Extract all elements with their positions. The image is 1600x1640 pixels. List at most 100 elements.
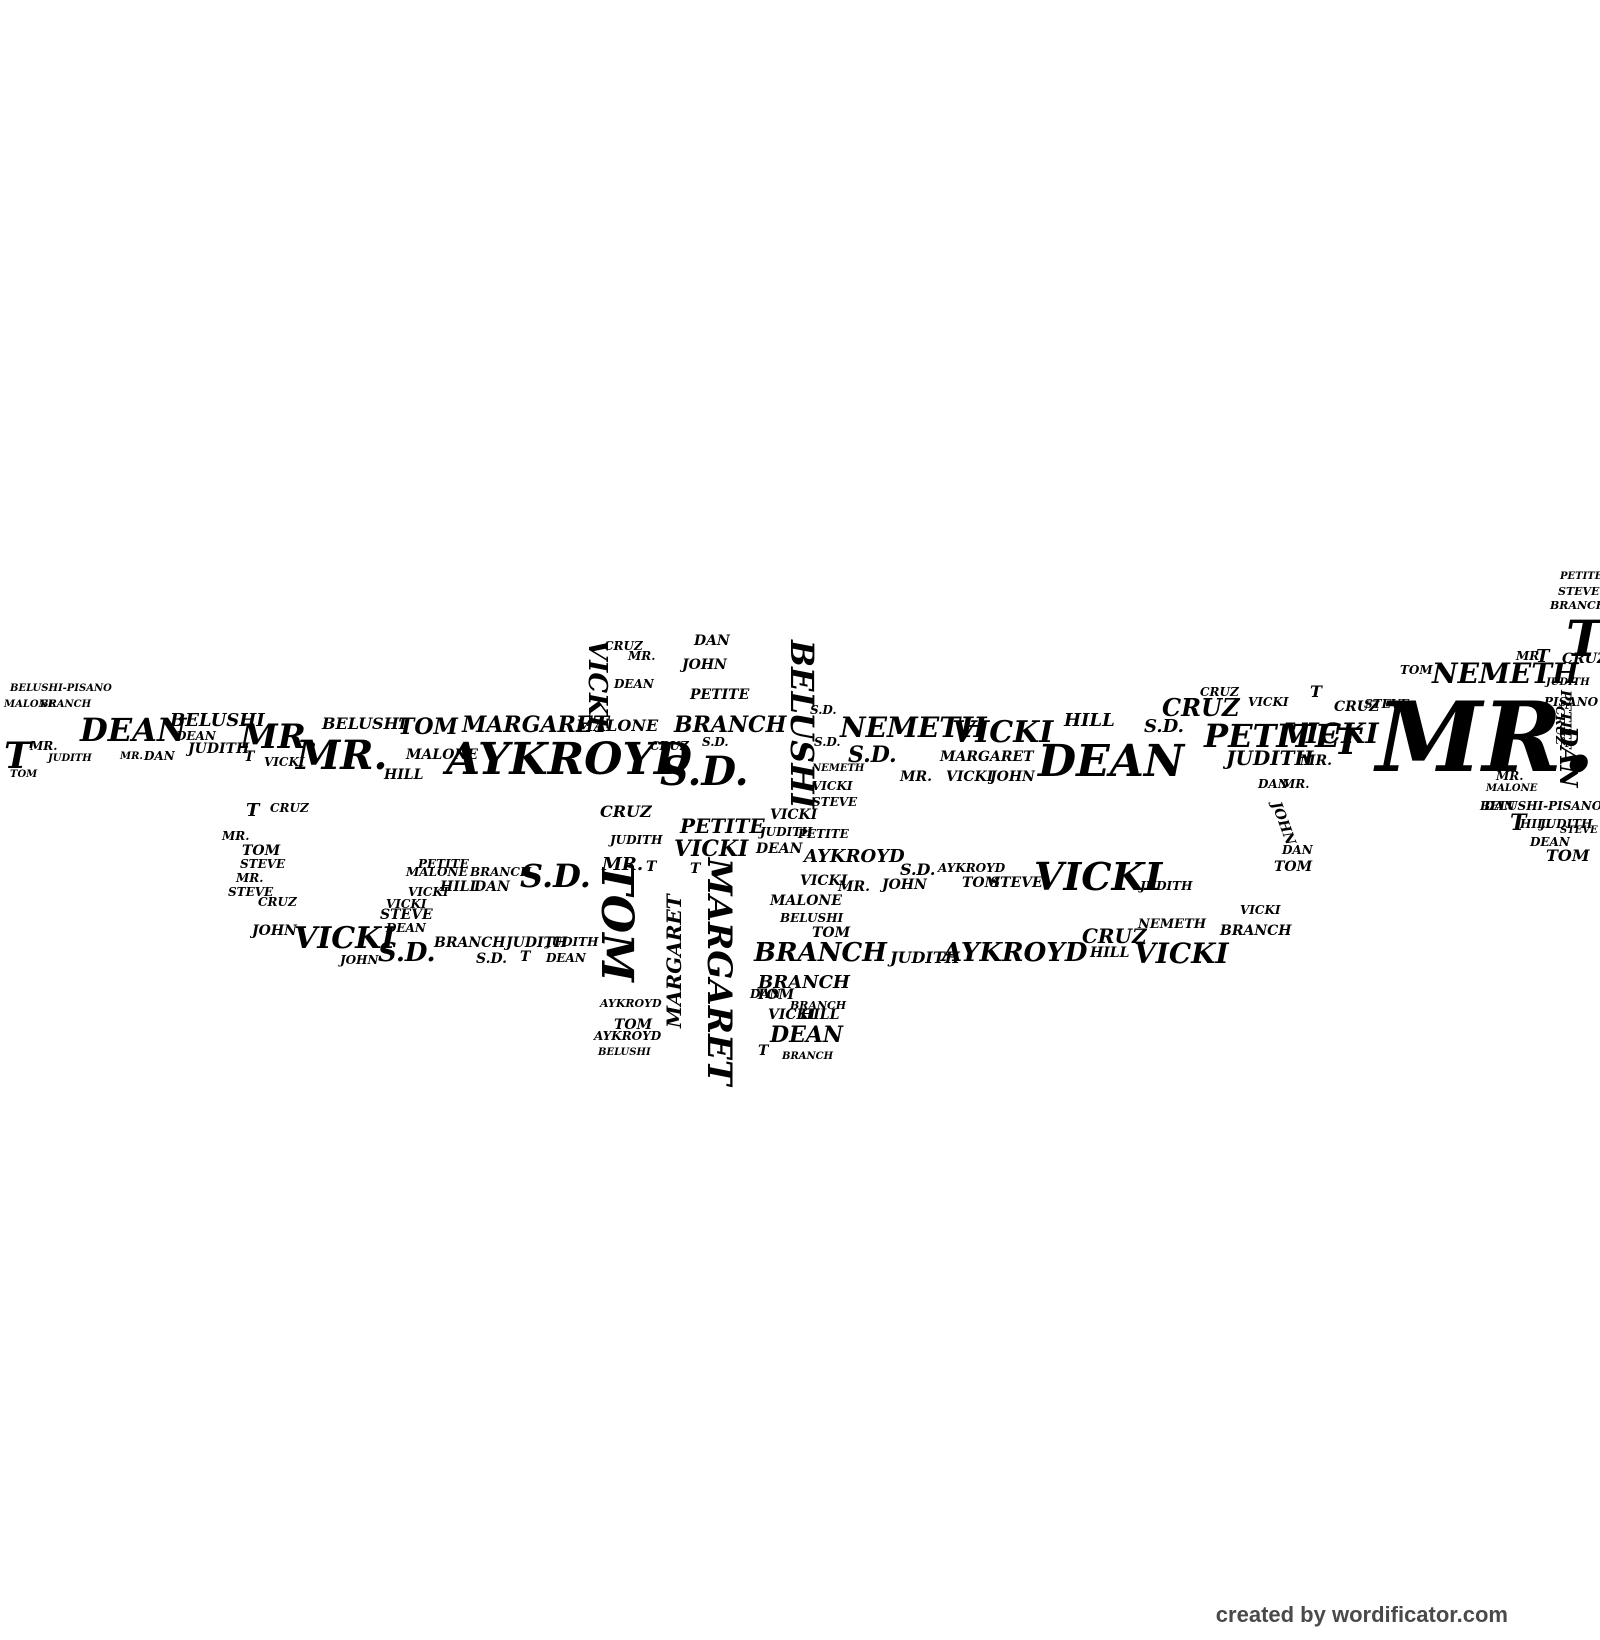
word-tom: TOM bbox=[812, 925, 851, 941]
word-cruz-vertical: CRUZ bbox=[1553, 706, 1567, 745]
word-branch: BRANCH bbox=[790, 999, 847, 1012]
word-t: T bbox=[1334, 721, 1361, 763]
word-sd: S.D. bbox=[476, 951, 508, 967]
word-tom: TOM bbox=[1274, 859, 1313, 875]
word-nemeth: NEMETH bbox=[812, 763, 865, 774]
word-mr: MR. bbox=[120, 751, 143, 762]
word-hill: HILL bbox=[1064, 710, 1115, 731]
word-vicki: VICKI bbox=[768, 1007, 816, 1023]
word-petite: PETITE bbox=[1204, 717, 1340, 755]
word-judith: JUDITH bbox=[48, 753, 92, 764]
word-judith: JUDITH bbox=[760, 825, 813, 839]
word-hill: HILL bbox=[440, 879, 480, 895]
word-tom: TOM bbox=[398, 714, 458, 740]
word-vicki: VICKI bbox=[770, 807, 818, 823]
word-vicki: VICKI bbox=[386, 897, 427, 911]
word-steve: STEVE bbox=[228, 885, 274, 899]
word-branch: BRANCH bbox=[40, 699, 92, 710]
word-tom: TOM bbox=[614, 1017, 653, 1033]
word-dan: DAN bbox=[1282, 843, 1313, 857]
word-branch: BRANCH bbox=[754, 938, 887, 968]
word-cruz: CRUZ bbox=[650, 739, 689, 753]
word-dean: DEAN bbox=[176, 729, 216, 743]
word-tom: TOM bbox=[1400, 663, 1433, 677]
word-belushi: BELUSHI bbox=[598, 1047, 651, 1058]
word-t: T bbox=[690, 861, 701, 877]
word-branch: BRANCH bbox=[470, 865, 532, 879]
word-john-vertical: JOHN bbox=[1267, 799, 1299, 848]
word-hill: HILL bbox=[1090, 945, 1130, 961]
word-sd: S.D. bbox=[378, 938, 436, 968]
word-mr: MR. bbox=[602, 854, 644, 875]
word-t: T bbox=[244, 749, 255, 765]
word-steve: STEVE bbox=[990, 875, 1043, 891]
word-dan: DAN bbox=[1258, 777, 1289, 791]
word-cruz: CRUZ bbox=[1162, 693, 1240, 722]
word-sd: S.D. bbox=[848, 742, 897, 768]
word-judith: JUDITH bbox=[890, 948, 960, 967]
word-mr: MR. bbox=[1282, 777, 1310, 791]
word-cruz: CRUZ bbox=[1334, 699, 1380, 715]
word-tom: TOM bbox=[242, 843, 281, 859]
word-margaret: MARGARET bbox=[462, 712, 609, 738]
word-nemeth: NEMETH bbox=[1138, 917, 1207, 932]
word-branch: BRANCH bbox=[1220, 923, 1292, 939]
word-mr: MR. bbox=[296, 732, 388, 779]
word-vicki: VICKI bbox=[1134, 937, 1229, 970]
word-hill: HILL bbox=[384, 767, 424, 783]
word-john: JOHN bbox=[882, 877, 927, 893]
word-dean: DEAN bbox=[1038, 736, 1185, 787]
word-cruz: CRUZ bbox=[1082, 924, 1147, 948]
word-hill: HILL bbox=[800, 1007, 840, 1023]
word-judith: JUDITH bbox=[546, 935, 599, 949]
word-tom: TOM bbox=[756, 987, 795, 1003]
word-dan: DAN bbox=[474, 879, 510, 895]
word-dan: DAN bbox=[144, 749, 175, 763]
word-steve: STEVE bbox=[1364, 697, 1410, 711]
word-dean: DEAN bbox=[386, 921, 426, 935]
word-malone: MALONE bbox=[770, 893, 842, 909]
word-john: JOHN bbox=[252, 923, 297, 939]
word-malone: MALONE bbox=[406, 747, 478, 763]
word-judith: JUDITH bbox=[506, 935, 568, 951]
word-aykroyd: AYKROYD bbox=[942, 938, 1088, 968]
word-vicki: VICKI bbox=[812, 779, 853, 793]
word-vicki: VICKI bbox=[952, 715, 1054, 750]
word-vicki: VICKI bbox=[800, 873, 848, 889]
word-t: T bbox=[1566, 609, 1600, 668]
word-dean: DEAN bbox=[546, 951, 586, 965]
word-steve: STEVE bbox=[812, 795, 858, 809]
word-nemeth: NEMETH bbox=[840, 711, 987, 744]
word-dean: DEAN bbox=[756, 841, 803, 857]
word-belushi: BELUSHI bbox=[170, 710, 265, 731]
word-t: T bbox=[4, 735, 31, 777]
word-t: T bbox=[1310, 682, 1322, 701]
word-cruz: CRUZ bbox=[600, 802, 652, 821]
word-hill: HILL bbox=[1520, 817, 1554, 831]
word-vicki: VICKI bbox=[1248, 695, 1289, 709]
word-mr: MR. bbox=[236, 871, 264, 885]
word-judith: JUDITH bbox=[188, 741, 250, 757]
word-mr-large: MR. bbox=[1376, 681, 1596, 794]
word-branch: BRANCH bbox=[1550, 599, 1600, 612]
word-belushi-pisano: BELUSHI-PISANO bbox=[1480, 799, 1600, 813]
word-dean: DEAN bbox=[770, 1022, 844, 1048]
word-t: T bbox=[646, 859, 657, 875]
word-aykroyd: AYKROYD bbox=[804, 846, 905, 867]
word-tom-vertical: TOM bbox=[591, 862, 642, 982]
word-sd: S.D. bbox=[702, 735, 729, 749]
word-judith: JUDITH bbox=[1540, 817, 1593, 831]
word-malone: MALONE bbox=[4, 699, 56, 710]
credit-text: created by wordificator.com bbox=[1215, 1602, 1508, 1627]
word-branch: BRANCH bbox=[674, 712, 787, 738]
word-mr: MR. bbox=[838, 879, 871, 895]
word-aykroyd: AYKROYD bbox=[446, 734, 693, 785]
word-cruz: CRUZ bbox=[258, 895, 297, 909]
word-judith: JUDITH bbox=[1226, 746, 1314, 770]
word-belushi: BELUSHI bbox=[322, 714, 407, 733]
word-john: JOHN bbox=[340, 953, 379, 967]
word-cruz: CRUZ bbox=[1562, 651, 1600, 667]
word-mr: MR. bbox=[628, 649, 656, 663]
word-vicki: VICKI bbox=[264, 755, 305, 769]
word-judith: JUDITH bbox=[1140, 879, 1193, 893]
